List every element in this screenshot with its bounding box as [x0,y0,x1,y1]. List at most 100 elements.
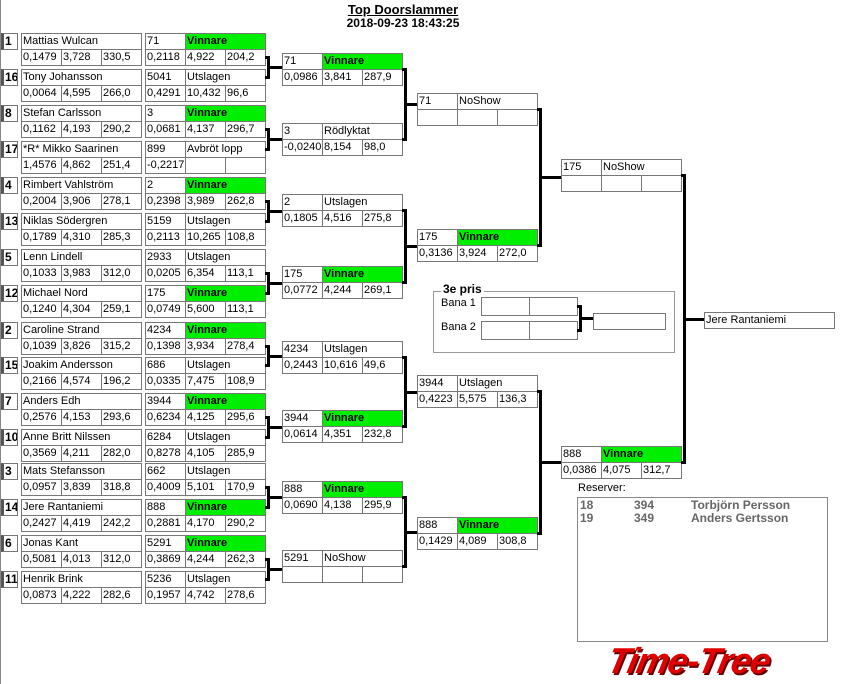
elapsed-time-cell: 3,924 [457,245,498,262]
car-number-cell[interactable]: 3944 [145,393,186,410]
car-number-cell[interactable]: 5236 [145,571,186,588]
driver-name[interactable]: Jere Rantaniemi [21,499,142,516]
car-number-cell[interactable]: 662 [145,463,186,480]
status-cell[interactable]: Utslagen [185,571,266,588]
status-cell[interactable]: Rödlyktat [322,123,403,140]
car-number-cell[interactable]: 686 [145,357,186,374]
status-cell[interactable]: Utslagen [185,69,266,86]
status-cell[interactable]: Vinnare [185,393,266,410]
car-number-cell[interactable]: 175 [417,229,458,246]
third-place-group [433,291,675,353]
car-number-cell[interactable]: 175 [145,285,186,302]
reaction-time-cell: 0,0749 [145,301,186,318]
reaction-time-cell: 0,0690 [282,497,323,514]
speed-cell: 278,6 [225,587,266,604]
car-number-cell[interactable]: 888 [145,499,186,516]
driver-name[interactable]: Tony Johansson [21,69,142,86]
status-cell[interactable]: Vinnare [457,517,538,534]
driver-name[interactable]: Anne Britt Nilssen [21,429,142,446]
elapsed-time-cell: 3,983 [61,265,102,282]
status-cell[interactable]: Utslagen [185,249,266,266]
status-cell[interactable]: Vinnare [185,285,266,302]
car-number-cell[interactable]: 175 [282,266,323,283]
reaction-time-cell: 0,1429 [417,533,458,550]
car-number-cell[interactable]: 3 [282,123,323,140]
driver-name[interactable]: Stefan Carlsson [21,105,142,122]
status-cell[interactable]: Utslagen [457,375,538,392]
driver-name[interactable]: Rimbert Vahlström [21,177,142,194]
driver-name[interactable]: Lenn Lindell [21,249,142,266]
seed-number: 11 [1,571,18,588]
car-number-cell[interactable]: 5291 [145,535,186,552]
car-number-cell[interactable]: 71 [145,33,186,50]
car-number-cell[interactable]: 71 [282,53,323,70]
seed-number: 3 [1,463,18,480]
status-cell[interactable]: NoShow [601,159,682,176]
elapsed-time-cell: 5,600 [185,301,226,318]
car-number-cell[interactable]: 3944 [282,410,323,427]
car-number-cell[interactable]: 888 [417,517,458,534]
car-number-cell[interactable]: 5291 [282,550,323,567]
car-number-cell[interactable]: 2933 [145,249,186,266]
seed-number: 14 [1,499,18,516]
driver-name[interactable]: Michael Nord [21,285,142,302]
status-cell[interactable]: Utslagen [322,194,403,211]
status-cell[interactable]: Vinnare [322,481,403,498]
car-number-cell[interactable]: 71 [417,93,458,110]
status-cell[interactable]: Vinnare [322,266,403,283]
reaction-time-cell: 0,4009 [145,479,186,496]
status-cell[interactable]: Vinnare [185,33,266,50]
driver-name[interactable]: Caroline Strand [21,322,142,339]
car-number-cell[interactable]: 888 [282,481,323,498]
reserves-list[interactable] [577,497,828,642]
status-cell[interactable]: Avbröt lopp [185,141,266,158]
driver-name[interactable]: Mats Stefansson [21,463,142,480]
status-cell[interactable]: Vinnare [185,535,266,552]
status-cell[interactable]: Utslagen [322,341,403,358]
window-border [0,0,1,684]
driver-name[interactable]: Anders Edh [21,393,142,410]
status-cell[interactable]: Utslagen [185,429,266,446]
status-cell[interactable]: Vinnare [185,177,266,194]
status-cell[interactable]: Vinnare [185,105,266,122]
status-cell[interactable]: Utslagen [185,463,266,480]
status-cell[interactable]: Vinnare [601,446,682,463]
reaction-time-cell: 0,0335 [145,373,186,390]
bracket-connector [404,103,417,106]
reserves-label: Reserver: [578,482,626,494]
status-cell[interactable]: Vinnare [185,322,266,339]
elapsed-time-cell [185,157,226,174]
car-number-cell[interactable]: 175 [561,159,602,176]
final-winner-cell[interactable]: Jere Rantaniemi [704,312,835,329]
driver-name[interactable]: Mattias Wulcan [21,33,142,50]
status-cell[interactable]: Vinnare [457,229,538,246]
reserve-name: Anders Gertsson [691,511,789,525]
status-cell[interactable]: Vinnare [322,410,403,427]
car-number-cell[interactable]: 5159 [145,213,186,230]
car-number-cell[interactable]: 4234 [145,322,186,339]
status-cell[interactable]: NoShow [322,550,403,567]
car-number-cell[interactable]: 2 [145,177,186,194]
car-number-cell[interactable]: 3 [145,105,186,122]
car-number-cell[interactable]: 5041 [145,69,186,86]
car-number-cell[interactable]: 3944 [417,375,458,392]
driver-name[interactable]: Jonas Kant [21,535,142,552]
seed-number: 17 [1,141,18,158]
car-number-cell[interactable]: 6284 [145,429,186,446]
status-cell[interactable]: Utslagen [185,213,266,230]
driver-name[interactable]: Henrik Brink [21,571,142,588]
third-place-lane-cell [481,297,530,316]
car-number-cell[interactable]: 888 [561,446,602,463]
status-cell[interactable]: Vinnare [185,499,266,516]
driver-name[interactable]: Joakim Andersson [21,357,142,374]
driver-name[interactable]: *R* Mikko Saarinen [21,141,142,158]
car-number-cell[interactable]: 2 [282,194,323,211]
status-cell[interactable]: NoShow [457,93,538,110]
status-cell[interactable]: Utslagen [185,357,266,374]
seed-number: 4 [1,177,18,194]
status-cell[interactable]: Vinnare [322,53,403,70]
driver-name[interactable]: Niklas Södergren [21,213,142,230]
car-number-cell[interactable]: 4234 [282,341,323,358]
car-number-cell[interactable]: 899 [145,141,186,158]
reaction-time-cell: 0,1805 [282,210,323,227]
